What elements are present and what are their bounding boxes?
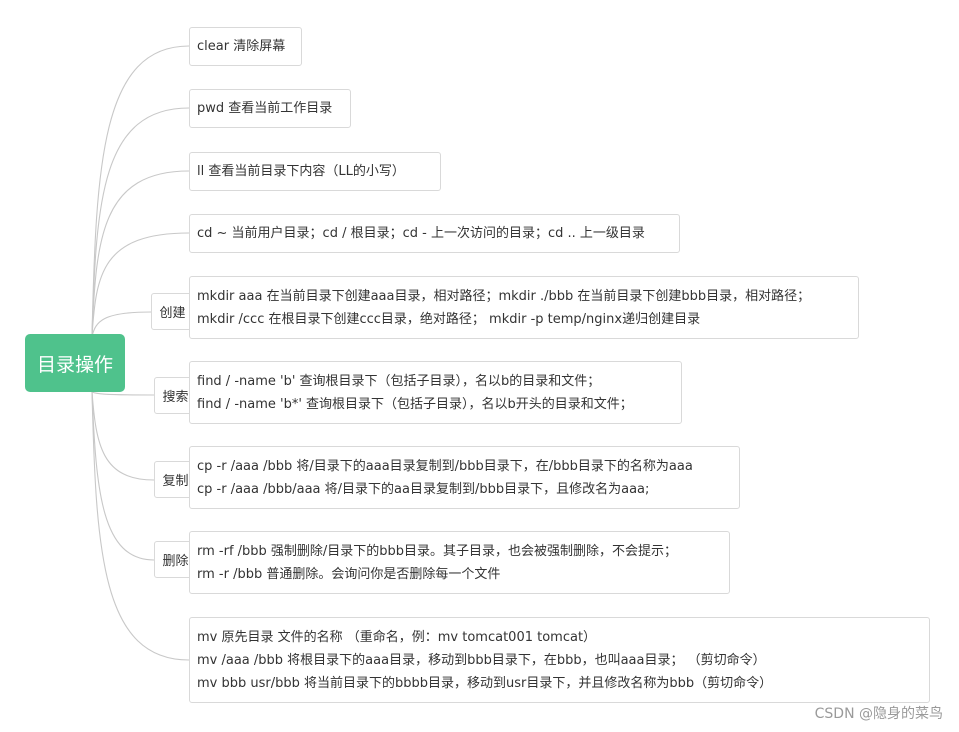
label-text: 复制 — [162, 474, 189, 489]
label-text: 创建 — [159, 306, 186, 321]
branch-text-line: mv bbb usr/bbb 将当前目录下的bbbb目录，移动到usr目录下，并… — [197, 676, 773, 691]
branch-pwd[interactable]: pwd 查看当前工作目录 — [189, 89, 351, 128]
connector-line — [91, 45, 190, 337]
connector-line — [91, 232, 190, 337]
label-create[interactable]: 创建 — [151, 293, 194, 330]
branch-text-line: mkdir aaa 在当前目录下创建aaa目录，相对路径；mkdir ./bbb… — [197, 289, 811, 304]
branch-text-line: rm -r /bbb 普通删除。会询问你是否删除每一个文件 — [197, 567, 501, 582]
connector-line — [91, 391, 155, 396]
connector-line — [91, 107, 190, 337]
branch-text-line: rm -rf /bbb 强制删除/目录下的bbb目录。其子目录，也会被强制删除，… — [197, 544, 678, 559]
connector-line — [91, 391, 190, 661]
branch-mkdir[interactable]: mkdir aaa 在当前目录下创建aaa目录，相对路径；mkdir ./bbb… — [189, 276, 859, 339]
connector-line — [91, 170, 190, 337]
branch-text-line: mv 原先目录 文件的名称 （重命名，例：mv tomcat001 tomcat… — [197, 630, 597, 645]
branch-text-line: find / -name 'b*' 查询根目录下（包括子目录），名以b开头的目录… — [197, 397, 633, 412]
branch-cp[interactable]: cp -r /aaa /bbb 将/目录下的aaa目录复制到/bbb目录下，在/… — [189, 446, 740, 509]
branch-text: pwd 查看当前工作目录 — [197, 101, 333, 116]
branch-text-line: mv /aaa /bbb 将根目录下的aaa目录，移动到bbb目录下，在bbb，… — [197, 653, 766, 668]
label-text: 删除 — [162, 554, 189, 569]
branch-text: ll 查看当前目录下内容（LL的小写） — [197, 164, 405, 179]
branch-text-line: cp -r /aaa /bbb/aaa 将/目录下的aa目录复制到/bbb目录下… — [197, 482, 650, 497]
label-text: 搜索 — [162, 390, 189, 405]
branch-text: clear 清除屏幕 — [197, 39, 286, 54]
branch-mv[interactable]: mv 原先目录 文件的名称 （重命名，例：mv tomcat001 tomcat… — [189, 617, 930, 703]
connector-line — [91, 311, 152, 337]
branch-text: cd ~ 当前用户目录；cd / 根目录；cd - 上一次访问的目录；cd ..… — [197, 226, 645, 241]
watermark: CSDN @隐身的菜鸟 — [814, 706, 943, 722]
root-node[interactable]: 目录操作 — [25, 334, 125, 392]
branch-text-line: cp -r /aaa /bbb 将/目录下的aaa目录复制到/bbb目录下，在/… — [197, 459, 693, 474]
connector-line — [91, 391, 155, 481]
branch-ll[interactable]: ll 查看当前目录下内容（LL的小写） — [189, 152, 441, 191]
branch-text-line: find / -name 'b' 查询根目录下（包括子目录），名以b的目录和文件… — [197, 374, 601, 389]
branch-rm[interactable]: rm -rf /bbb 强制删除/目录下的bbb目录。其子目录，也会被强制删除，… — [189, 531, 730, 594]
branch-find[interactable]: find / -name 'b' 查询根目录下（包括子目录），名以b的目录和文件… — [189, 361, 682, 424]
branch-cd[interactable]: cd ~ 当前用户目录；cd / 根目录；cd - 上一次访问的目录；cd ..… — [189, 214, 680, 253]
branch-text-line: mkdir /ccc 在根目录下创建ccc目录，绝对路径； mkdir -p t… — [197, 312, 701, 327]
root-label: 目录操作 — [36, 353, 113, 376]
connector-line — [91, 391, 155, 561]
branch-clear[interactable]: clear 清除屏幕 — [189, 27, 302, 66]
